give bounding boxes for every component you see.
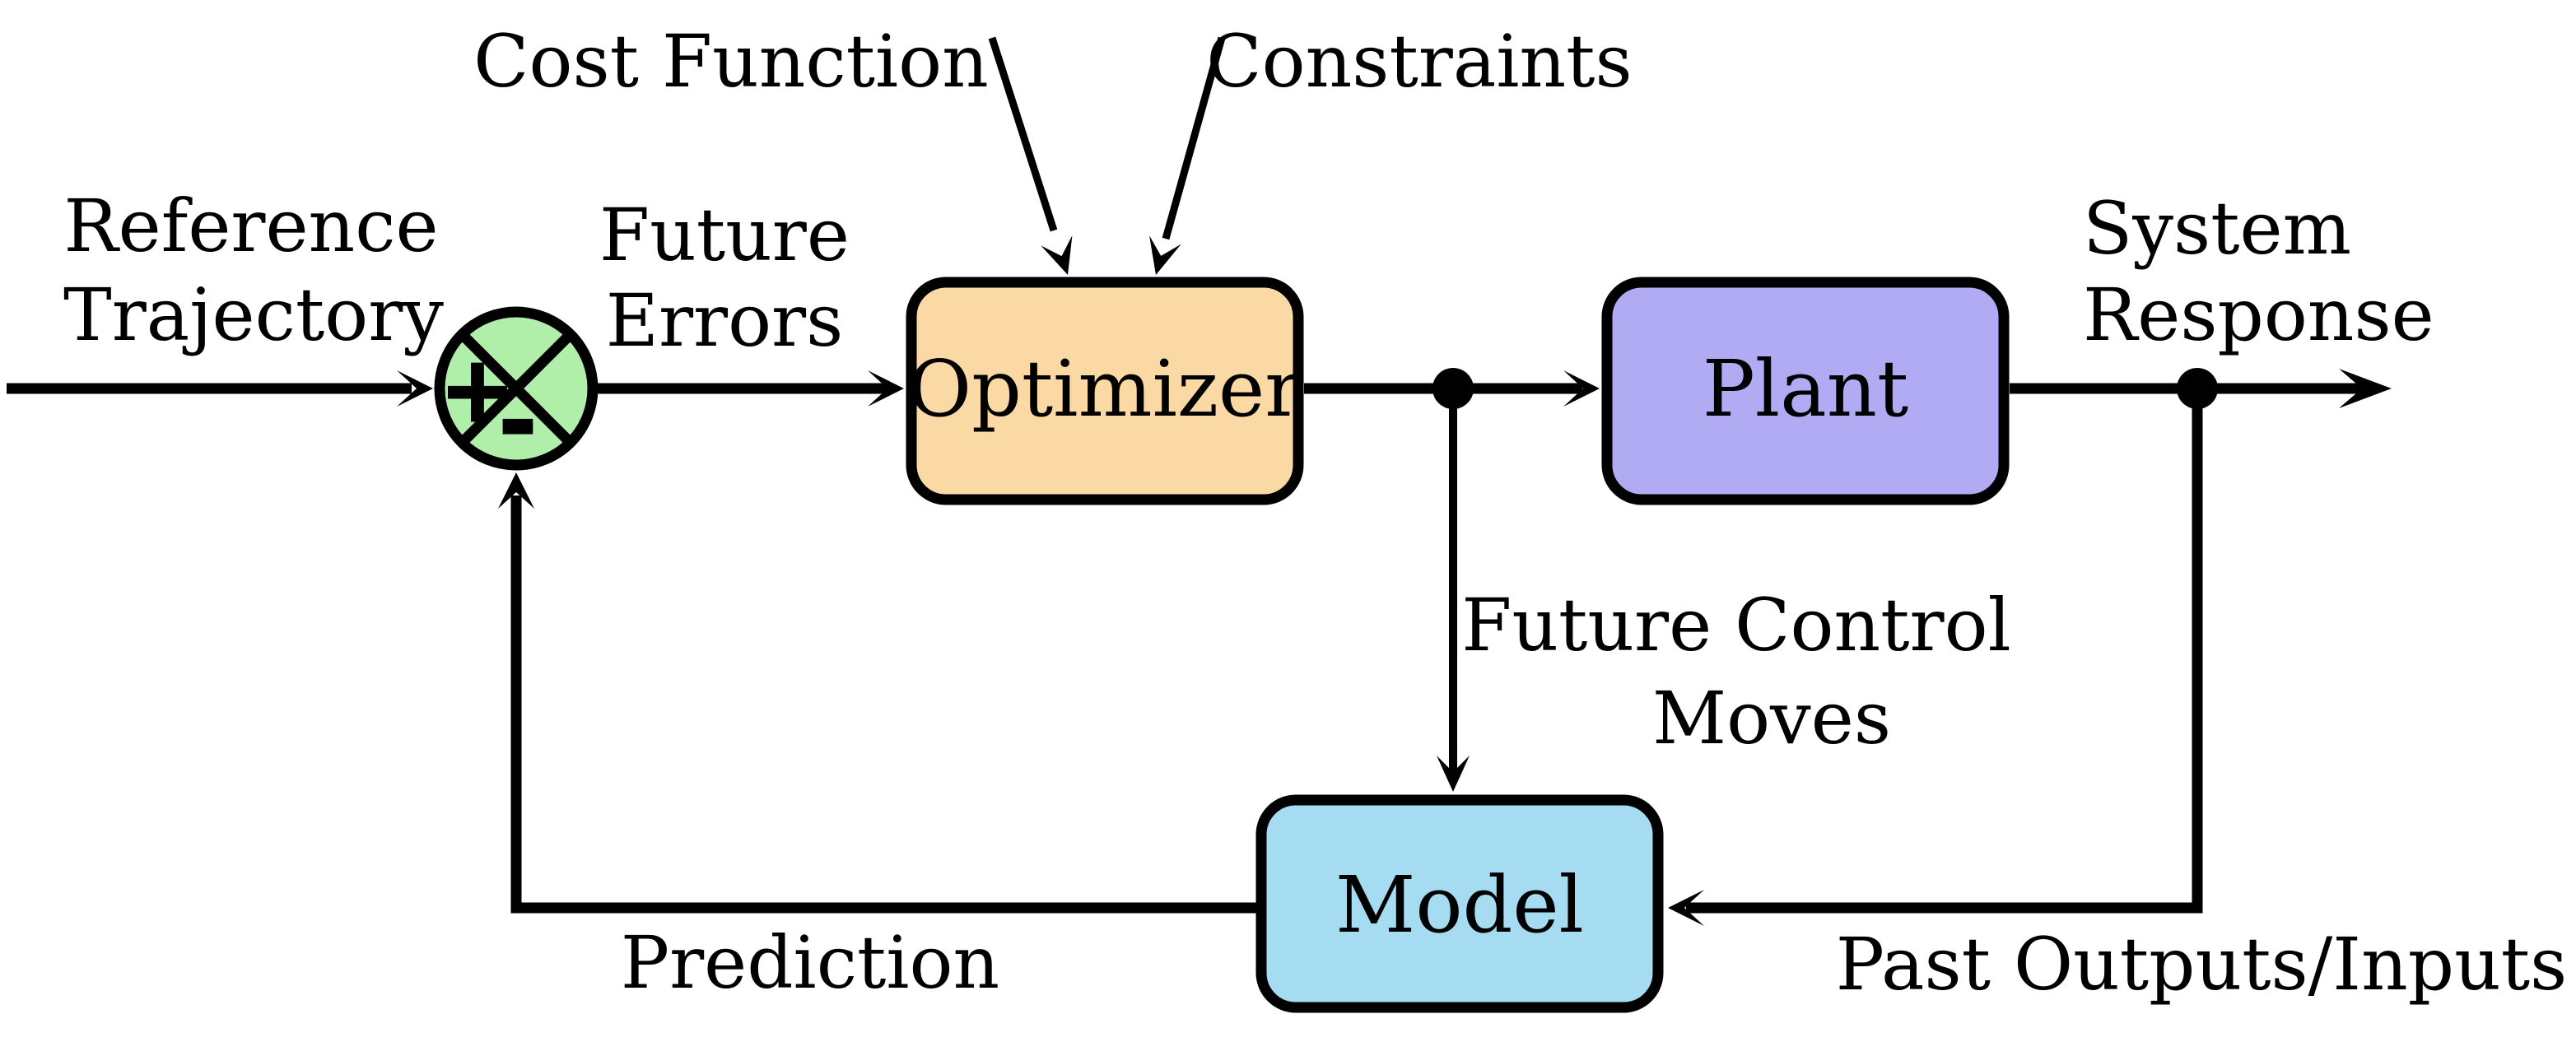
reference-trajectory-label-line2: Trajectory xyxy=(63,272,444,357)
past-outputs-feedback-line xyxy=(1686,399,2203,914)
model-block xyxy=(1255,794,1664,1013)
prediction-feedback-line xyxy=(510,495,1259,914)
minus-sign: - xyxy=(499,369,537,474)
plus-sign: + xyxy=(440,337,515,442)
input-arrowhead xyxy=(397,370,433,407)
optimizer-block xyxy=(906,277,1304,505)
optimizer-block-label: Optimizer xyxy=(907,344,1302,435)
future-control-moves-label-line2: Moves xyxy=(1652,676,1891,761)
model-top-input-arrowhead xyxy=(1437,756,1470,792)
plant-input-arrowhead xyxy=(1563,370,1600,407)
control-signal-junction-dot xyxy=(1432,368,1474,409)
prediction-label: Prediction xyxy=(621,920,999,1005)
cost-function-line xyxy=(988,36,1058,232)
model-right-input-arrowhead xyxy=(1668,890,1704,926)
summing-junction-cross-line-2 xyxy=(459,331,574,446)
system-response-junction-dot xyxy=(2177,368,2218,409)
future-control-moves-label-line1: Future Control xyxy=(1461,583,2010,668)
sum-bottom-input-arrowhead xyxy=(498,472,534,509)
cost-function-arrowhead xyxy=(1041,235,1073,275)
model-block-label: Model xyxy=(1335,860,1584,951)
constraints-arrowhead xyxy=(1149,235,1181,275)
optimizer-input-arrowhead xyxy=(868,370,904,407)
reference-trajectory-label-line1: Reference xyxy=(63,184,438,268)
past-outputs-inputs-label: Past Outputs/Inputs xyxy=(1836,922,2568,1007)
cost-function-label: Cost Function xyxy=(473,19,989,104)
future-errors-label-line2: Errors xyxy=(606,278,844,363)
constraints-line xyxy=(1162,36,1226,240)
plant-block-label: Plant xyxy=(1703,344,1908,435)
constraints-label: Constraints xyxy=(1206,19,1632,104)
system-response-label-line2: Response xyxy=(2083,272,2434,357)
plant-block xyxy=(1601,277,2010,505)
system-output-arrowhead xyxy=(2339,369,2392,408)
future-errors-label-line1: Future xyxy=(599,193,850,277)
system-response-label-line1: System xyxy=(2083,186,2351,271)
